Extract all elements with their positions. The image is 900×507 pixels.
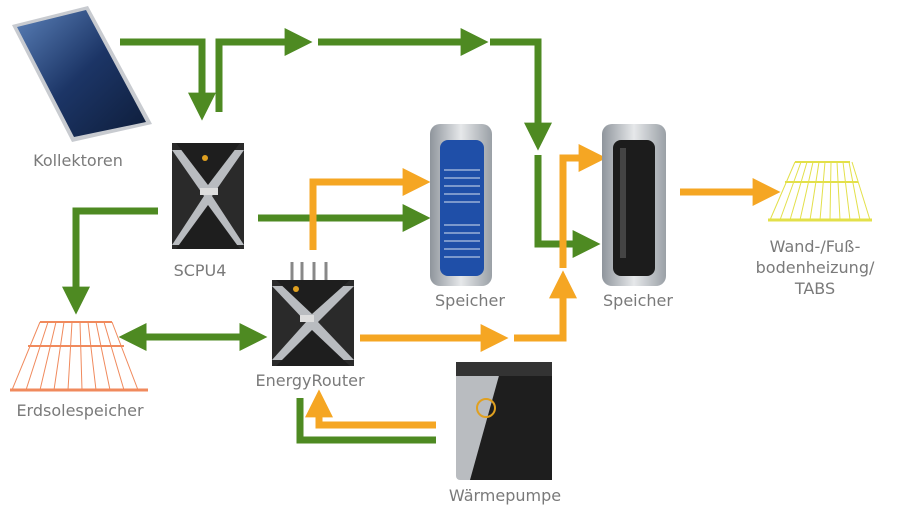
energy-router-device-icon [272,262,354,366]
flow-scpu4-to-ground [62,207,158,315]
flow-heatpump-to-router [305,389,436,429]
label-heating-line-2: bodenheizung/ [755,258,875,277]
label-energy-router: EnergyRouter [255,371,365,390]
green-flows [62,28,601,444]
surface-heating-grid-icon [768,161,872,222]
label-storage-1: Speicher [435,291,505,310]
label-heating-line-3: TABS [794,279,836,298]
ground-storage-grid-icon [10,321,148,392]
flow-to-storage2 [534,155,601,258]
label-collectors: Kollektoren [33,151,123,170]
flow-collector-to-scpu4 [120,38,216,121]
orange-flows [305,144,781,429]
label-surface-heating: Wand-/Fuß- bodenheizung/ TABS [756,236,875,299]
solar-collector-icon [12,6,152,142]
label-heat-pump: Wärmepumpe [448,486,562,505]
flow-scpu4-to-top [215,28,313,112]
label-ground-storage: Erdsolespeicher [16,401,144,420]
flow-top-to-storage [490,38,552,151]
heat-pump-icon [456,362,552,480]
storage-tank-1-icon [430,124,492,286]
label-scpu4: SCPU4 [173,261,227,280]
scpu4-device-icon [172,143,244,249]
flow-router-to-storage1 [309,168,431,250]
label-heating-line-1: Wand-/Fuß- [769,237,861,256]
label-storage-2: Speicher [603,291,673,310]
flow-up-to-storage2 [514,270,577,342]
flow-router-to-heatpump [296,398,436,444]
flow-to-storage2-top [559,144,607,268]
storage-tank-2-icon [602,124,666,286]
